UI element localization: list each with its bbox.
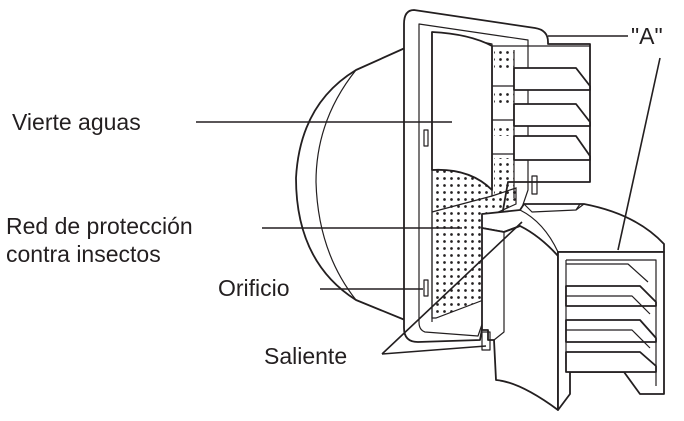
part-a-grille <box>481 203 665 411</box>
labels: Vierte aguas Red de protección contra in… <box>6 23 663 369</box>
label-part-a: "A" <box>631 23 663 49</box>
label-insect-net-line2: contra insectos <box>6 241 161 267</box>
back-louvers <box>492 45 591 198</box>
cover-slot <box>423 129 429 147</box>
leader-lines <box>196 35 661 355</box>
label-protrusion: Saliente <box>264 343 347 369</box>
leader-protrusion-1 <box>381 221 523 355</box>
frame-hole <box>423 279 429 297</box>
part-a-tab <box>481 331 491 351</box>
label-insect-net-line1: Red de protección <box>6 213 193 239</box>
side-slot <box>531 175 538 195</box>
leader-part-a-2 <box>617 57 661 251</box>
leader-protrusion-2 <box>381 345 487 355</box>
label-hole: Orificio <box>218 275 290 301</box>
hood-cover-panel <box>431 31 493 191</box>
part-a-side <box>481 225 559 411</box>
label-hood-cover: Vierte aguas <box>12 109 141 135</box>
hood-cover <box>423 31 493 191</box>
round-duct <box>295 47 406 321</box>
